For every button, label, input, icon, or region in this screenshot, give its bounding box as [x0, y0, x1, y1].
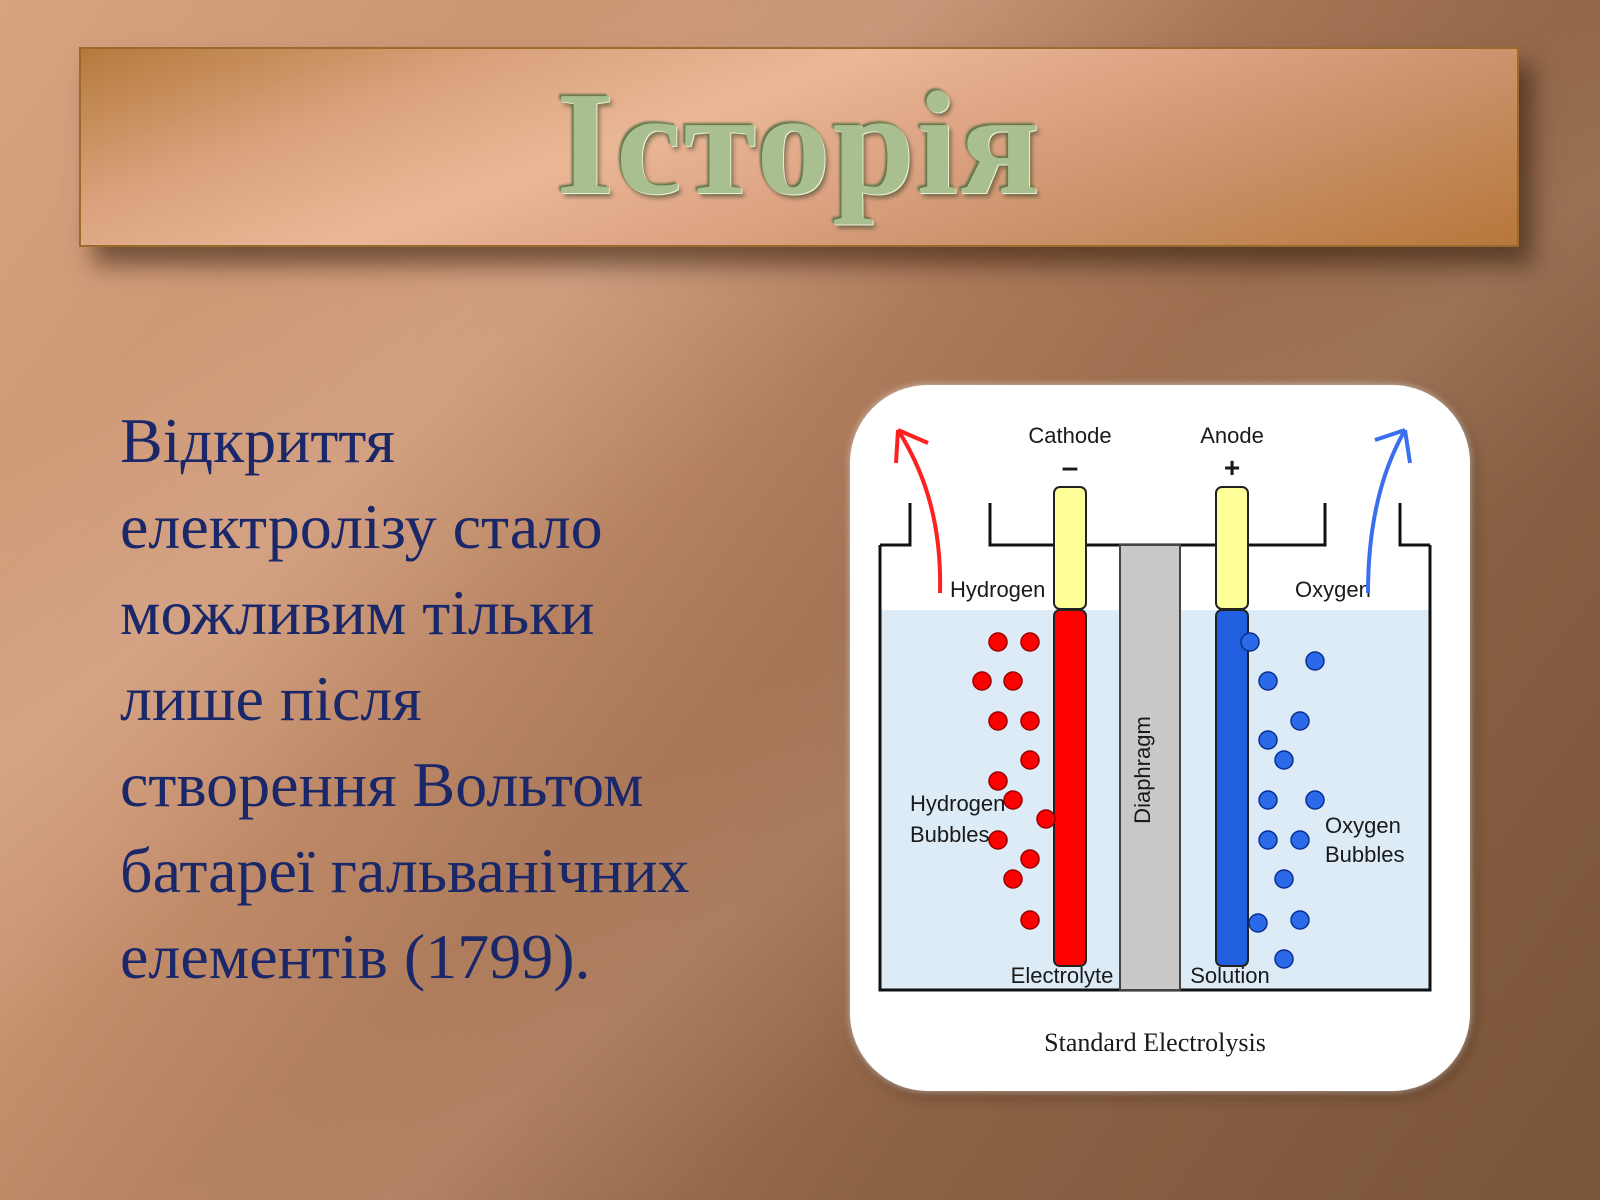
- oxygen-bubble: [1305, 790, 1325, 810]
- diagram-caption: Standard Electrolysis: [1044, 1028, 1266, 1057]
- diaphragm-label: Diaphragm: [1130, 716, 1155, 824]
- hydrogen-bubbles-label-line1: Hydrogen: [910, 791, 1005, 816]
- slide-title: Історія: [556, 62, 1042, 226]
- oxygen-gas-label: Oxygen: [1295, 577, 1371, 602]
- cathode-sign: –: [1062, 451, 1079, 484]
- oxygen-bubble: [1290, 711, 1310, 731]
- hydrogen-bubble: [1020, 750, 1040, 770]
- oxygen-bubble: [1274, 750, 1294, 770]
- oxygen-bubbles-label-line1: Oxygen: [1325, 813, 1401, 838]
- anode-sign: +: [1224, 452, 1240, 483]
- body-line: Відкриття: [120, 405, 395, 476]
- electrolysis-diagram: Diaphragm Cathode – Anode + Hydrogen Oxy…: [878, 423, 1432, 1057]
- hydrogen-arrowhead-icon: [894, 428, 929, 464]
- oxygen-bubble: [1258, 671, 1278, 691]
- diaphragm: [1119, 544, 1181, 991]
- left-vent-wall: [880, 503, 912, 547]
- oxygen-bubbles: [1240, 632, 1325, 969]
- right-vent-wall: [1398, 503, 1430, 547]
- oxygen-bubble: [1258, 790, 1278, 810]
- hydrogen-gas-label: Hydrogen: [950, 577, 1045, 602]
- hydrogen-bubble: [1003, 790, 1023, 810]
- hydrogen-bubble: [1003, 869, 1023, 889]
- anode-cap: [1215, 486, 1249, 610]
- oxygen-bubble: [1258, 830, 1278, 850]
- oxygen-bubble: [1258, 730, 1278, 750]
- oxygen-bubble: [1248, 913, 1268, 933]
- hydrogen-bubble: [1020, 849, 1040, 869]
- body-line: можливим тільки: [120, 577, 595, 648]
- oxygen-bubble: [1274, 869, 1294, 889]
- solution-label: Solution: [1190, 963, 1270, 988]
- cathode-label: Cathode: [1028, 423, 1111, 448]
- cathode-electrode: [1053, 609, 1087, 967]
- hydrogen-bubbles: [972, 632, 1056, 930]
- container-lid: [988, 503, 1327, 547]
- hydrogen-bubble: [1036, 809, 1056, 829]
- hydrogen-bubble: [988, 711, 1008, 731]
- hydrogen-bubble: [988, 830, 1008, 850]
- body-line: елементів (1799).: [120, 921, 591, 992]
- oxygen-bubbles-label-line2: Bubbles: [1325, 842, 1405, 867]
- body-paragraph: Відкриття електролізу стало можливим тіл…: [120, 398, 820, 1000]
- body-line: лише після: [120, 663, 422, 734]
- hydrogen-bubble: [1020, 632, 1040, 652]
- hydrogen-bubble: [988, 771, 1008, 791]
- anode-electrode: [1215, 609, 1249, 967]
- hydrogen-bubble: [988, 632, 1008, 652]
- oxygen-arrow-icon: [1366, 429, 1407, 594]
- oxygen-bubble: [1290, 910, 1310, 930]
- oxygen-bubble: [1240, 632, 1260, 652]
- hydrogen-bubble: [972, 671, 992, 691]
- hydrogen-bubble: [1003, 671, 1023, 691]
- oxygen-bubble: [1290, 830, 1310, 850]
- electrolyte-label: Electrolyte: [1011, 963, 1114, 988]
- anode-label: Anode: [1200, 423, 1264, 448]
- oxygen-bubble: [1305, 651, 1325, 671]
- hydrogen-bubble: [1020, 711, 1040, 731]
- hydrogen-bubble: [1020, 910, 1040, 930]
- body-line: батареї гальванічних: [120, 835, 690, 906]
- oxygen-arrowhead-icon: [1374, 428, 1412, 464]
- electrolysis-diagram-card: Diaphragm Cathode – Anode + Hydrogen Oxy…: [850, 385, 1470, 1091]
- body-line: створення Вольтом: [120, 749, 644, 820]
- hydrogen-arrow-icon: [896, 428, 943, 594]
- hydrogen-bubbles-label-line2: Bubbles: [910, 822, 990, 847]
- title-banner: Історія: [79, 47, 1519, 247]
- oxygen-bubble: [1274, 949, 1294, 969]
- cathode-cap: [1053, 486, 1087, 610]
- body-line: електролізу стало: [120, 491, 603, 562]
